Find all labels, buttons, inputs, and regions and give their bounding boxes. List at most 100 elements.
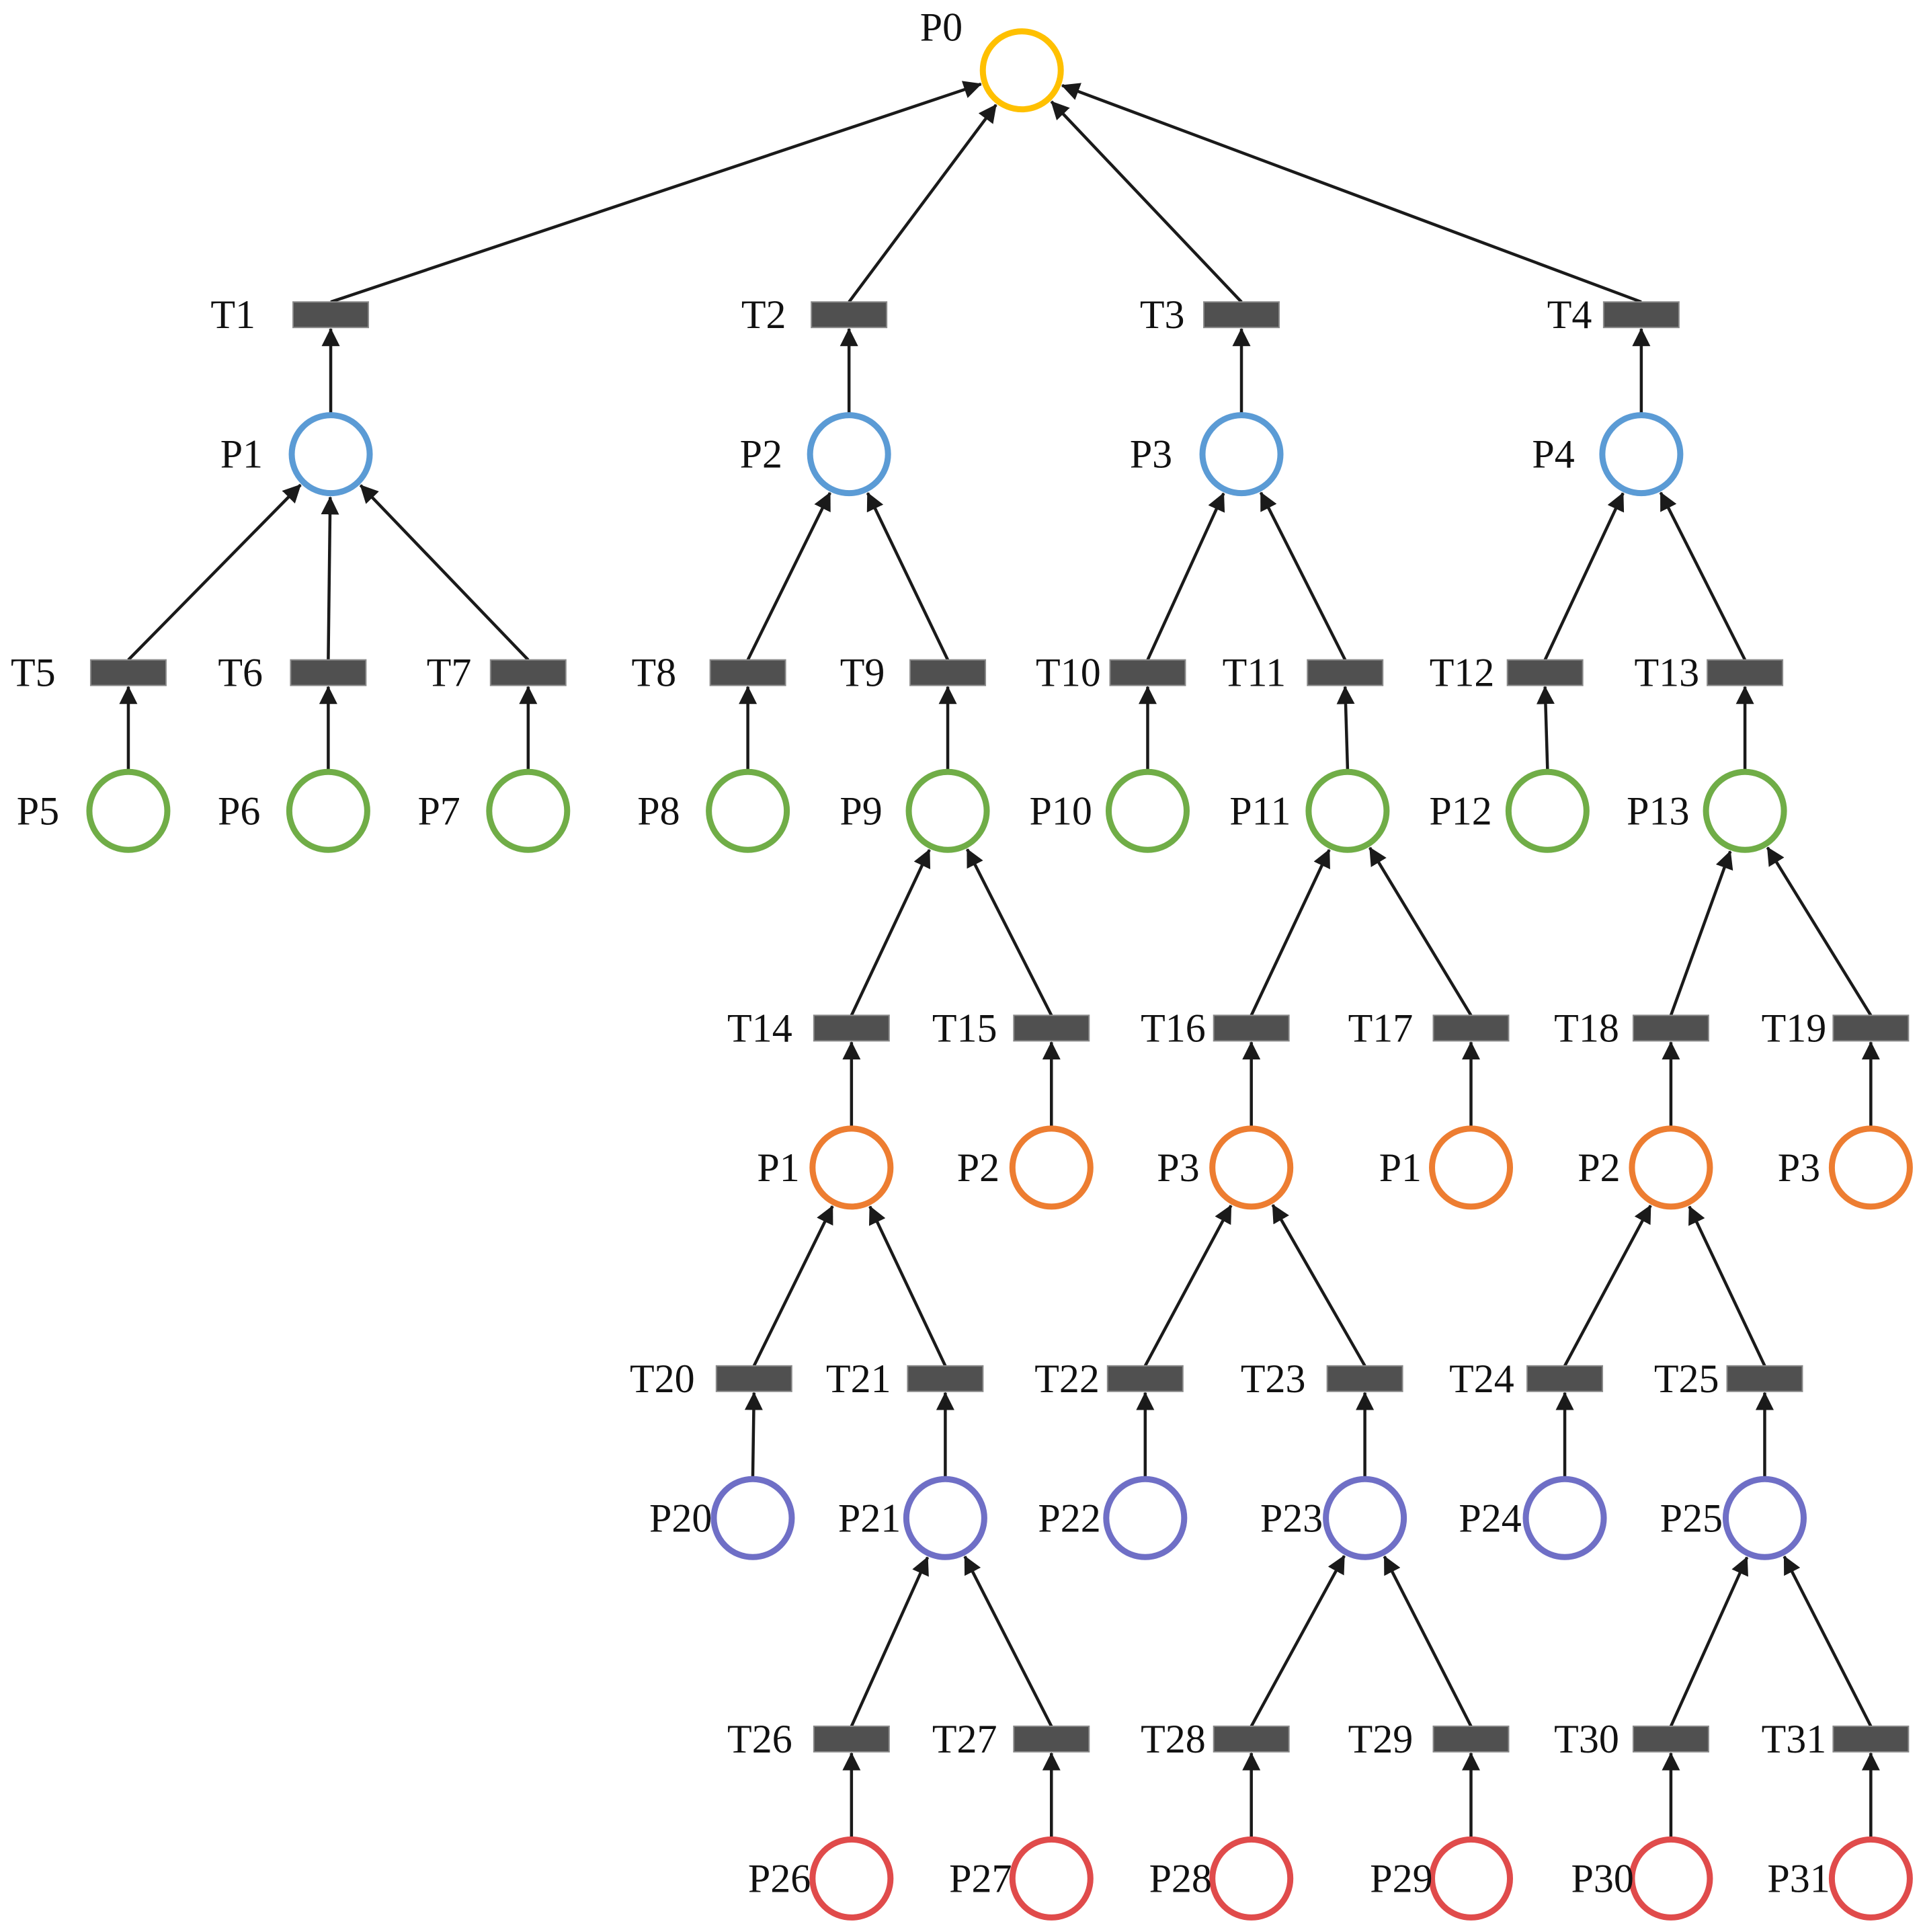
arc-t20-to-o1 <box>752 1205 834 1367</box>
transition-t24 <box>1526 1365 1604 1392</box>
arc-t22-to-o3 <box>1143 1205 1233 1367</box>
transition-t21 <box>907 1365 984 1392</box>
transition-t8 <box>709 659 786 686</box>
transition-label-t28: T28 <box>1141 1717 1206 1761</box>
place-label-o3: P3 <box>1157 1145 1199 1190</box>
transition-label-t6: T6 <box>218 651 263 695</box>
place-label-p10: P10 <box>1029 789 1092 833</box>
arc-t13-to-p4 <box>1659 491 1747 661</box>
transition-t26 <box>813 1725 890 1753</box>
nodes-layer <box>86 28 1913 1921</box>
transition-label-t20: T20 <box>630 1357 695 1401</box>
place-p25 <box>1722 1476 1807 1560</box>
place-o1 <box>809 1125 894 1210</box>
transition-t16 <box>1213 1014 1290 1042</box>
arc-t27-to-p21 <box>963 1556 1053 1727</box>
transition-t29 <box>1432 1725 1510 1753</box>
place-p13 <box>1703 768 1787 853</box>
transition-label-t29: T29 <box>1348 1717 1414 1761</box>
place-label-p21: P21 <box>838 1496 901 1540</box>
transition-label-t10: T10 <box>1036 651 1101 695</box>
transition-label-t26: T26 <box>727 1717 792 1761</box>
transition-label-t15: T15 <box>932 1006 997 1050</box>
place-label-p4: P4 <box>1532 432 1574 477</box>
place-p1 <box>288 412 373 497</box>
place-p4 <box>1599 412 1684 497</box>
place-label-p7: P7 <box>417 789 460 833</box>
place-p30 <box>1629 1836 1713 1921</box>
arc-t1-to-p0 <box>330 81 982 304</box>
place-label-p11: P11 <box>1229 789 1291 833</box>
place-label-p20: P20 <box>649 1496 712 1540</box>
place-p12 <box>1505 768 1590 853</box>
arc-t2-to-p0 <box>848 104 997 303</box>
place-label-p24: P24 <box>1459 1496 1521 1540</box>
arc-t25-to-o5 <box>1688 1205 1766 1367</box>
place-p21 <box>903 1476 987 1560</box>
arc-t17-to-p11 <box>1368 846 1473 1016</box>
place-label-o1: P1 <box>757 1145 799 1190</box>
transition-label-t27: T27 <box>932 1717 997 1761</box>
transition-label-t13: T13 <box>1635 651 1700 695</box>
transition-label-t3: T3 <box>1140 292 1185 337</box>
arc-t28-to-p23 <box>1250 1555 1346 1728</box>
arc-t23-to-o3 <box>1271 1204 1366 1367</box>
place-o2 <box>1009 1125 1094 1210</box>
arc-t7-to-p1 <box>359 484 530 661</box>
transition-t20 <box>715 1365 792 1392</box>
arc-t21-to-o1 <box>868 1205 947 1367</box>
arc-t4-to-p0 <box>1061 83 1642 304</box>
place-label-p25: P25 <box>1660 1496 1723 1540</box>
transition-t2 <box>811 301 888 329</box>
arc-t11-to-p3 <box>1259 491 1347 661</box>
place-label-p2: P2 <box>740 432 782 477</box>
transition-t25 <box>1726 1365 1803 1392</box>
transition-label-t7: T7 <box>427 651 472 695</box>
place-label-p9: P9 <box>840 789 882 833</box>
place-p10 <box>1105 768 1190 853</box>
transition-label-t12: T12 <box>1430 651 1495 695</box>
transition-t3 <box>1203 301 1280 329</box>
place-p9 <box>905 768 990 853</box>
transition-t7 <box>489 659 567 686</box>
place-o3 <box>1209 1125 1294 1210</box>
transition-t30 <box>1632 1725 1709 1753</box>
place-label-p13: P13 <box>1627 789 1689 833</box>
place-label-p5: P5 <box>17 789 59 833</box>
transition-label-t16: T16 <box>1141 1006 1206 1050</box>
arc-t14-to-p9 <box>850 848 931 1016</box>
transition-t19 <box>1832 1014 1910 1042</box>
transition-t10 <box>1109 659 1186 686</box>
place-p11 <box>1305 768 1390 853</box>
transition-label-t21: T21 <box>826 1357 891 1401</box>
place-label-o5: P2 <box>1578 1145 1620 1190</box>
place-p0 <box>979 28 1064 113</box>
transition-label-t1: T1 <box>210 292 255 337</box>
arc-t3-to-p0 <box>1050 100 1243 303</box>
transition-t31 <box>1832 1725 1910 1753</box>
place-p24 <box>1522 1476 1607 1560</box>
transition-label-t19: T19 <box>1762 1006 1827 1050</box>
transition-label-t8: T8 <box>631 651 676 695</box>
place-p20 <box>710 1476 795 1560</box>
place-p29 <box>1429 1836 1514 1921</box>
transition-label-t17: T17 <box>1348 1006 1414 1050</box>
place-label-p8: P8 <box>637 789 680 833</box>
place-label-o6: P3 <box>1778 1145 1820 1190</box>
place-label-p28: P28 <box>1149 1856 1212 1900</box>
arc-t15-to-p9 <box>965 848 1053 1016</box>
place-label-p26: P26 <box>748 1856 811 1900</box>
arc-t31-to-p25 <box>1783 1556 1873 1727</box>
transition-label-t11: T11 <box>1223 651 1286 695</box>
arc-t9-to-p2 <box>866 492 950 661</box>
transition-label-t14: T14 <box>727 1006 792 1050</box>
arc-p11-to-t11 <box>1336 686 1355 770</box>
transition-t6 <box>290 659 367 686</box>
place-label-o4: P1 <box>1379 1145 1422 1190</box>
transition-label-t4: T4 <box>1547 292 1592 337</box>
place-label-p22: P22 <box>1038 1496 1100 1540</box>
transition-t18 <box>1632 1014 1709 1042</box>
arc-t12-to-p4 <box>1543 492 1625 661</box>
